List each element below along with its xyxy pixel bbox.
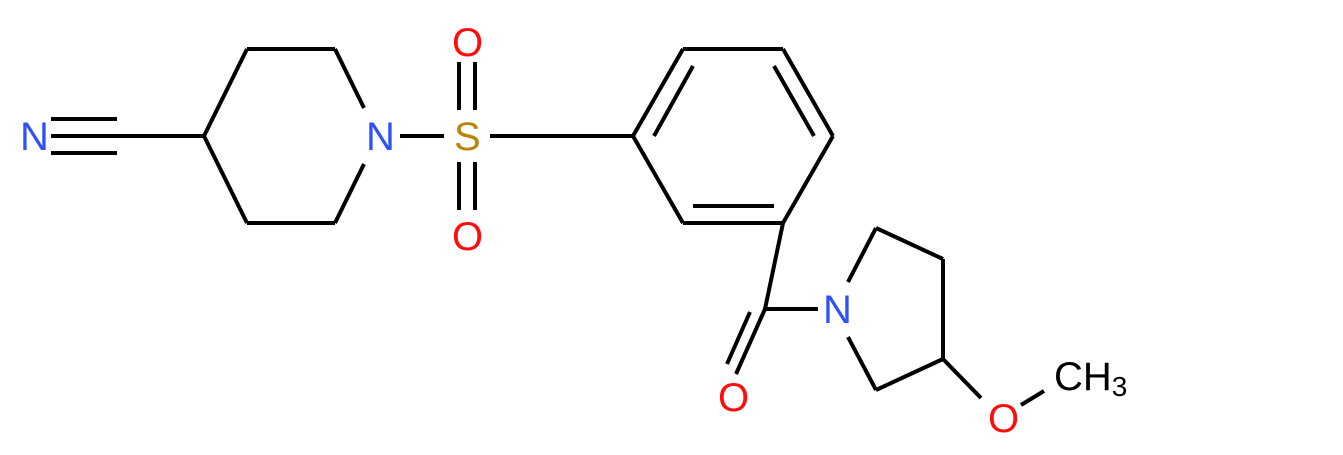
nitrile-triple-bond (51, 117, 204, 155)
methoxy-bonds (941, 357, 1046, 407)
benzene-ring (631, 47, 835, 225)
sulfonyl-oxygen-top-label: O (452, 21, 483, 65)
aryl-carbonyl-bond (763, 222, 785, 310)
carbonyl-oxygen-label: O (718, 376, 749, 420)
pyrrolidine-ring (846, 226, 945, 392)
sulfur-label: S (454, 115, 481, 159)
carbonyl-group (725, 307, 818, 375)
nitrile-nitrogen-label: N (20, 115, 49, 159)
sulfonyl-double-bonds (457, 62, 477, 210)
pyrrolidine-nitrogen-label: N (823, 288, 852, 332)
methyl-label: CH3 (1054, 355, 1127, 402)
sulfonyl-oxygen-bottom-label: O (452, 215, 483, 259)
methyl-c-text: CH (1054, 355, 1112, 399)
piperidine-ring (202, 47, 366, 225)
methyl-subscript: 3 (1112, 371, 1128, 402)
piperidine-nitrogen-label: N (366, 115, 395, 159)
methoxy-oxygen-label: O (988, 397, 1019, 441)
